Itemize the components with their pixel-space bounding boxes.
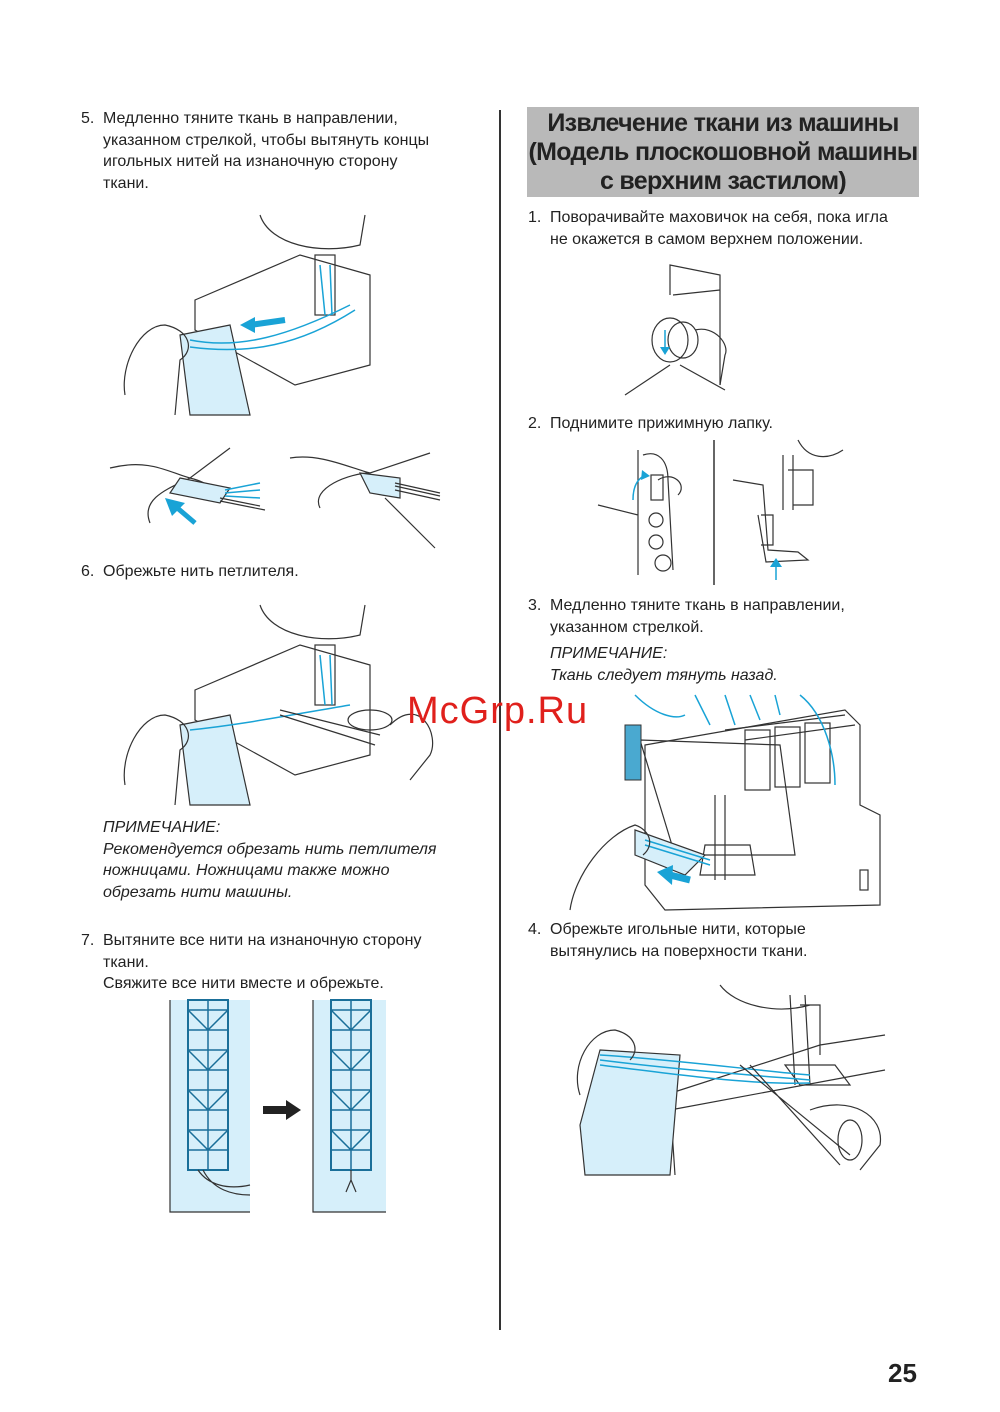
illustration-pull-fabric	[123, 214, 371, 416]
illustration-handwheel	[624, 264, 727, 396]
step-6: 6. Обрежьте нить петлителя.	[81, 563, 299, 580]
page-number: 25	[888, 1358, 917, 1388]
step-3: 3. Медленно тяните ткань в направлении, …	[528, 597, 845, 636]
illustration-raise-presser-foot	[597, 439, 844, 585]
illustration-coverstitch-machine	[569, 694, 881, 911]
watermark: McGrp.Ru	[407, 690, 589, 732]
step-7: 7. Вытяните все нити на изнаночную сторо…	[81, 932, 422, 992]
illustration-cut-needle-threads	[576, 984, 886, 1176]
column-divider	[499, 110, 501, 1330]
note-3: ПРИМЕЧАНИЕ: Ткань следует тянуть назад.	[550, 645, 778, 684]
step-5: 5. Медленно тяните ткань в направлении, …	[81, 110, 430, 192]
illustration-thread-ends	[109, 447, 441, 549]
illustration-cut-looper-thread	[123, 604, 434, 806]
step-1: 1. Поворачивайте маховичок на себя, пока…	[528, 209, 888, 248]
illustration-tie-threads	[169, 999, 386, 1213]
step-4: 4. Обрежьте игольные нити, которые вытян…	[528, 921, 808, 960]
note-6: ПРИМЕЧАНИЕ: Рекомендуется обрезать нить …	[103, 819, 437, 901]
step-2: 2. Поднимите прижимную лапку.	[528, 415, 773, 432]
section-heading: Извлечение ткани из машины (Модель плоск…	[527, 107, 919, 197]
